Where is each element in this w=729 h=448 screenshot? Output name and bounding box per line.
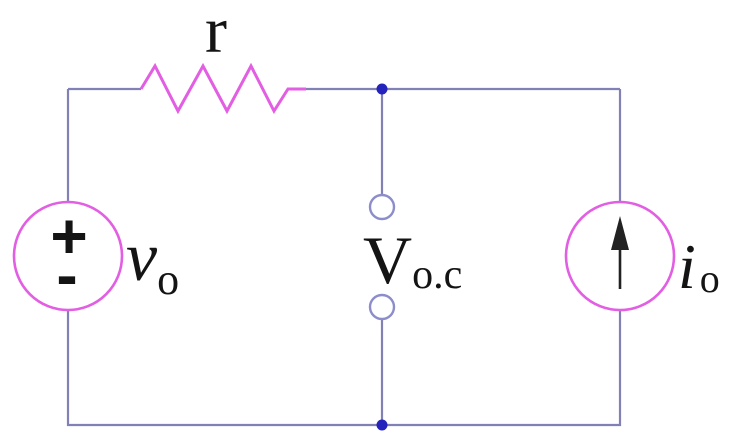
- upper-terminal-circle: [368, 193, 396, 221]
- bottom-junction-dot: [376, 419, 388, 431]
- open-circuit-voltage-label-subscript: o.c: [412, 252, 462, 298]
- top-junction-dot: [376, 83, 388, 95]
- voltage-source-label-main: v: [126, 219, 158, 296]
- current-arrow-head-icon: [611, 216, 629, 250]
- voltage-source-symbol: + -: [12, 200, 124, 312]
- plus-sign: +: [50, 200, 87, 272]
- open-circuit-voltage-label: Vo.c: [363, 222, 462, 298]
- wires: [66, 87, 622, 427]
- resistor-symbol: [139, 62, 306, 115]
- lower-terminal-circle: [368, 293, 396, 321]
- voltage-source-circle: [12, 200, 124, 312]
- resistor-label: r: [205, 0, 227, 67]
- minus-sign: -: [56, 239, 77, 311]
- open-circuit-terminals: [368, 193, 396, 321]
- open-circuit-voltage-label-main: V: [363, 222, 412, 298]
- current-source-label-main: i: [678, 231, 696, 302]
- voltage-source-label-subscript: o: [157, 255, 179, 304]
- resistor-zigzag: [139, 62, 306, 115]
- current-source-label-subscript: o: [700, 256, 720, 301]
- voltage-source-label: vo: [126, 219, 179, 304]
- current-source-symbol: [564, 200, 676, 312]
